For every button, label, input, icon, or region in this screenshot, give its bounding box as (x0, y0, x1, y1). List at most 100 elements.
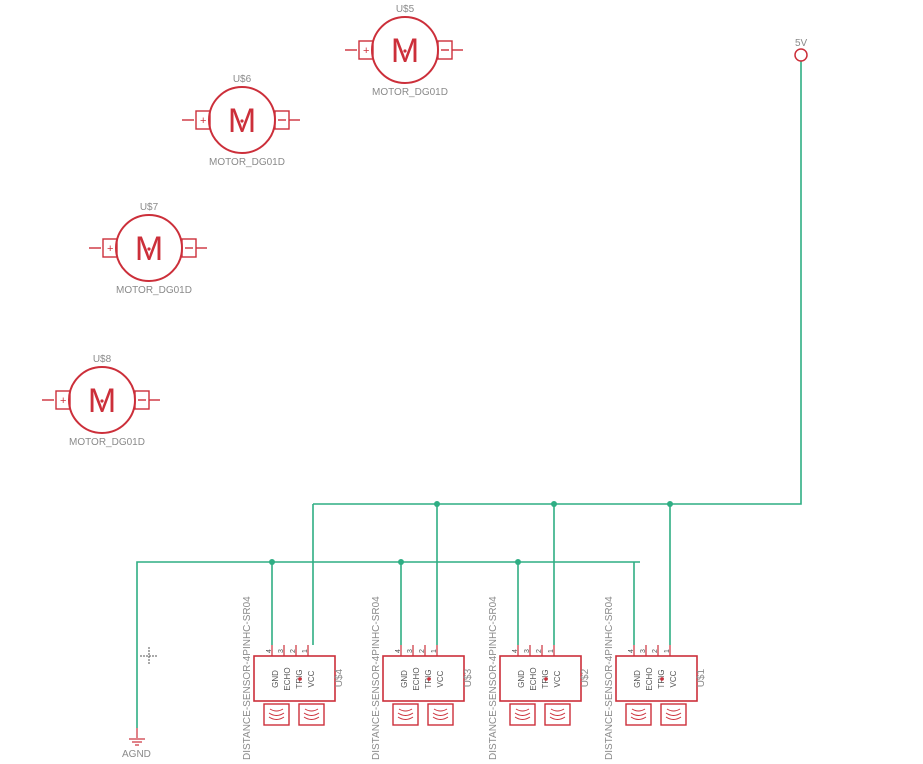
motor-ref-label: U$7 (140, 202, 159, 213)
transducer-frame (544, 703, 571, 726)
sensor-pin-number: 1 (431, 649, 438, 653)
motor-plus-icon: + (107, 243, 113, 255)
motor-body-icon (68, 366, 136, 434)
transducer-arc (549, 712, 566, 716)
transducer-arc (549, 716, 566, 720)
sensor-ref-label: U$1 (696, 668, 707, 687)
motor-body-icon (208, 86, 276, 154)
sensor-pin-name: VCC (307, 670, 316, 687)
motor-value-label: MOTOR_DG01D (209, 157, 285, 168)
wire-junction-dot (434, 501, 440, 507)
wire-gnd-bus[interactable] (136, 561, 640, 728)
transducer-arc (303, 716, 320, 720)
sensor-origin-dot (427, 677, 431, 681)
transducer-arc (268, 712, 285, 716)
motor-origin-dot (403, 49, 407, 53)
transducer-arc (432, 716, 449, 720)
sensor-pin-number: 4 (628, 649, 635, 653)
transducer-arc (268, 716, 285, 720)
transducer-arc (550, 708, 565, 712)
sensor-pin-name: ECHO (645, 667, 654, 690)
transducer-arc (269, 708, 284, 712)
sensor-transducer-left-icon (392, 703, 419, 726)
sensor-pin-number: 4 (395, 649, 402, 653)
sensor-pin-name: VCC (669, 670, 678, 687)
sensor-pin-number: 1 (664, 649, 671, 653)
sensor-pin-name: ECHO (283, 667, 292, 690)
sensor-U$2[interactable]: 4321GNDECHOTRIGVCCU$2DISTANCE-SENSOR-4PI… (488, 596, 591, 760)
sensors: 4321GNDECHOTRIGVCCU$4DISTANCE-SENSOR-4PI… (242, 596, 707, 760)
motor-value-label: MOTOR_DG01D (116, 285, 192, 296)
sensor-body (615, 655, 698, 702)
sensor-value-label: DISTANCE-SENSOR-4PINHC-SR04 (242, 596, 253, 760)
sensor-pin-number: 4 (266, 649, 273, 653)
transducer-frame (427, 703, 454, 726)
transducer-frame (660, 703, 687, 726)
sensor-value-label: DISTANCE-SENSOR-4PINHC-SR04 (604, 596, 615, 760)
sensor-pin-number: 1 (548, 649, 555, 653)
motor-body-icon (115, 214, 183, 282)
transducer-arc (630, 716, 647, 720)
transducer-frame (298, 703, 325, 726)
transducer-arc (515, 708, 530, 712)
sensor-U$3[interactable]: 4321GNDECHOTRIGVCCU$3DISTANCE-SENSOR-4PI… (371, 596, 474, 760)
sensor-U$4[interactable]: 4321GNDECHOTRIGVCCU$4DISTANCE-SENSOR-4PI… (242, 596, 345, 760)
transducer-arc (397, 712, 414, 716)
sensor-transducer-right-icon (427, 703, 454, 726)
power-5v-symbol[interactable]: 5V (794, 38, 808, 62)
motor-plus-icon: + (60, 395, 66, 407)
wire-junction-dot (551, 501, 557, 507)
sensor-pin-name: GND (400, 670, 409, 688)
sensor-pin-number: 2 (536, 649, 543, 653)
sensor-pin-number: 4 (512, 649, 519, 653)
motor-origin-dot (240, 119, 244, 123)
sensor-pin-number: 2 (652, 649, 659, 653)
transducer-frame (263, 703, 290, 726)
sensor-pin-name: VCC (553, 670, 562, 687)
wire-5v-bus[interactable] (313, 61, 802, 505)
motor-ref-label: U$8 (93, 354, 112, 365)
wire-junction-dot (515, 559, 521, 565)
sensor-pin-number: 1 (302, 649, 309, 653)
wire-junction-dot (667, 501, 673, 507)
sensor-ref-label: U$2 (580, 668, 591, 687)
motor-value-label: MOTOR_DG01D (69, 437, 145, 448)
sensor-transducer-left-icon (625, 703, 652, 726)
sensor-pin-name: ECHO (529, 667, 538, 690)
transducer-arc (514, 712, 531, 716)
transducer-arc (398, 708, 413, 712)
sensor-pin-name: GND (633, 670, 642, 688)
sensor-origin-dot (544, 677, 548, 681)
transducer-arc (666, 708, 681, 712)
motor-body-icon (371, 16, 439, 84)
transducer-arc (432, 712, 449, 716)
motors: +MU$5MOTOR_DG01D+MU$6MOTOR_DG01D+MU$7MOT… (42, 4, 463, 448)
sensor-pin-number: 3 (278, 649, 285, 653)
sensor-U$1[interactable]: 4321GNDECHOTRIGVCCU$1DISTANCE-SENSOR-4PI… (604, 596, 707, 760)
motor-origin-dot (147, 247, 151, 251)
sensor-value-label: DISTANCE-SENSOR-4PINHC-SR04 (371, 596, 382, 760)
transducer-frame (625, 703, 652, 726)
wire-junction-dot (269, 559, 275, 565)
ground-agnd-symbol[interactable]: AGND (122, 728, 151, 760)
transducer-frame (392, 703, 419, 726)
sensor-pin-name: GND (271, 670, 280, 688)
transducer-arc (304, 708, 319, 712)
motor-plus-icon: + (200, 115, 206, 127)
transducer-arc (665, 716, 682, 720)
transducer-arc (303, 712, 320, 716)
transducer-arc (397, 716, 414, 720)
sensor-pin-number: 3 (524, 649, 531, 653)
sensor-value-label: DISTANCE-SENSOR-4PINHC-SR04 (488, 596, 499, 760)
sensor-transducer-left-icon (263, 703, 290, 726)
sensor-pin-number: 2 (419, 649, 426, 653)
power-label: 5V (795, 38, 808, 49)
sensor-pin-name: VCC (436, 670, 445, 687)
sensor-origin-dot (660, 677, 664, 681)
wires (136, 61, 802, 728)
